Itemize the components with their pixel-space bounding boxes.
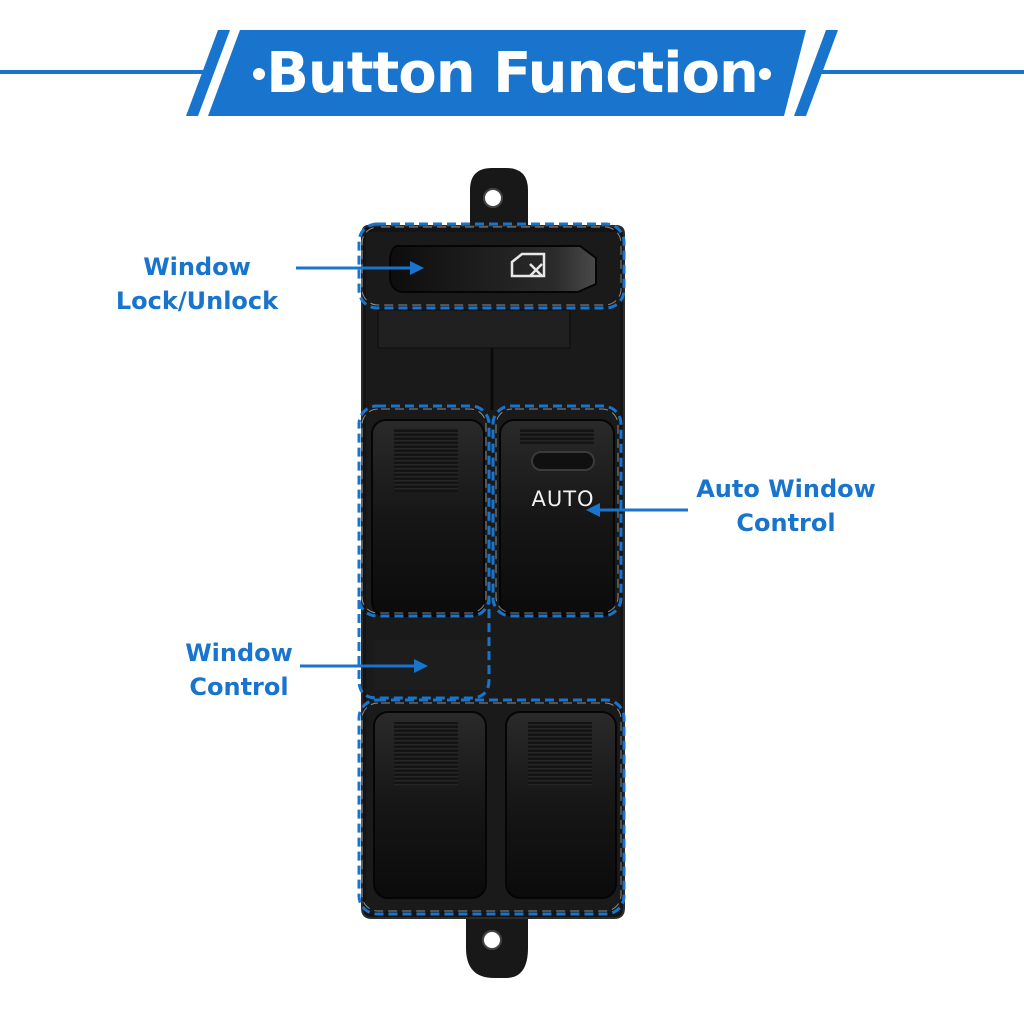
highlight-front-left — [357, 404, 491, 618]
callout-auto-window: Auto Window Control — [686, 472, 886, 540]
callout-window-lock-line2: Lock/Unlock — [115, 287, 279, 315]
header-slash-right — [794, 30, 838, 116]
header-dot-left — [253, 68, 265, 80]
callout-window-control-line2: Control — [189, 673, 289, 701]
page-title: Button Function — [266, 40, 759, 106]
highlight-window-control — [357, 600, 491, 700]
callout-window-lock: Window Lock/Unlock — [112, 250, 282, 318]
window-lock-icon — [510, 252, 546, 278]
header-slash-left — [186, 30, 230, 116]
highlight-zones — [357, 222, 626, 916]
header-banner-shape — [208, 30, 806, 116]
auto-label: AUTO — [531, 487, 595, 511]
callout-auto-window-line2: Control — [736, 509, 836, 537]
rocker-front-left-grip — [394, 428, 458, 492]
mount-hole-top — [483, 188, 503, 208]
header-banner — [0, 30, 1024, 116]
highlight-window-lock — [357, 222, 626, 310]
callout-auto-window-line1: Auto Window — [696, 475, 876, 503]
highlight-rear-windows — [357, 698, 626, 916]
rocker-driver-grip — [520, 428, 594, 444]
rocker-driver-shape — [499, 419, 615, 617]
rocker-rear-right-grip — [528, 722, 592, 786]
window-switch — [361, 168, 625, 978]
callout-window-control: Window Control — [172, 636, 306, 704]
mount-hole-bottom — [482, 930, 502, 950]
rocker-rear-left-grip — [394, 722, 458, 786]
callout-window-lock-line1: Window — [143, 253, 251, 281]
highlight-auto-window — [491, 404, 623, 618]
auto-indicator-slot — [531, 451, 595, 471]
callout-arrows — [296, 261, 688, 673]
lock-ledge — [377, 309, 571, 349]
header-dot-right — [759, 68, 771, 80]
callout-window-control-line1: Window — [185, 639, 293, 667]
window-lock-button[interactable] — [389, 245, 597, 293]
